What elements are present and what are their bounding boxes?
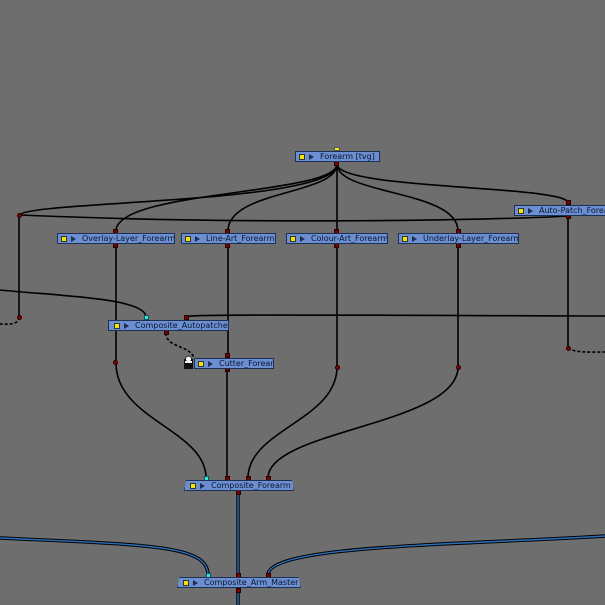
wire-forearm-to-left [18, 163, 338, 317]
forearm-input-port[interactable] [334, 147, 340, 151]
play-triangle-icon[interactable] [71, 235, 76, 242]
bundle-left-to-master [0, 537, 209, 576]
enable-toggle-icon[interactable] [183, 579, 189, 586]
wire-right-to-autopatches [185, 314, 605, 318]
node-label: Underlay-Layer_Forearm [423, 234, 518, 243]
wire-autopatch-across [19, 214, 569, 222]
cutter-input-port[interactable] [225, 353, 230, 358]
enable-toggle-icon[interactable] [518, 207, 524, 214]
wire-autopatch-dashed [567, 347, 605, 353]
node-label: Cutter_Forearm [219, 359, 273, 368]
junction-dot-overlay[interactable] [113, 360, 118, 365]
enable-toggle-icon[interactable] [198, 360, 204, 367]
node-cutter-forearm[interactable]: Cutter_Forearm [194, 358, 274, 369]
node-composite-arm-master[interactable]: Composite_Arm_Master [177, 577, 301, 588]
junction-dot-underlay[interactable] [456, 365, 461, 370]
wire-overlay-to-comp [115, 362, 207, 479]
wire-autopatches-to-cutter-dashed [165, 332, 195, 359]
node-composite-autopatches[interactable]: Composite_Autopatches [108, 320, 229, 331]
node-line-art-forearm[interactable]: Line-Art_Forearm [181, 233, 276, 244]
junction-dot-colourart[interactable] [335, 365, 340, 370]
enable-toggle-icon[interactable] [185, 235, 191, 242]
cutter-mask-icon [184, 355, 193, 369]
junction-dot-left-lower[interactable] [17, 315, 22, 320]
junction-dot-autopatch[interactable] [566, 346, 571, 351]
enable-toggle-icon[interactable] [290, 235, 296, 242]
node-label: Overlay-Layer_Forearm [82, 234, 174, 243]
node-forearm-tvg[interactable]: Forearm [tvg] [295, 151, 380, 162]
arm-master-output[interactable] [236, 588, 241, 593]
wire-forearm-to-autopatch [336, 163, 569, 204]
enable-toggle-icon[interactable] [402, 235, 408, 242]
node-overlay-layer-forearm[interactable]: Overlay-Layer_Forearm [57, 233, 175, 244]
enable-toggle-icon[interactable] [299, 153, 305, 160]
node-label: Composite_Forearm [211, 481, 291, 490]
play-triangle-icon[interactable] [300, 235, 305, 242]
node-label: Auto-Patch_Forearm [539, 206, 605, 215]
node-label: Composite_Autopatches [135, 321, 228, 330]
play-triangle-icon[interactable] [412, 235, 417, 242]
wire-forearm-to-underlay [336, 163, 459, 232]
enable-toggle-icon[interactable] [114, 322, 120, 329]
bundle-right-to-master [267, 535, 605, 576]
wire-forearm-to-lineart [227, 163, 338, 232]
enable-toggle-icon[interactable] [190, 482, 196, 489]
junction-dot-left[interactable] [17, 213, 22, 218]
node-colour-art-forearm[interactable]: Colour-Art_Forearm [286, 233, 388, 244]
play-triangle-icon[interactable] [528, 207, 533, 214]
node-label: Composite_Arm_Master [204, 578, 299, 587]
node-label: Forearm [tvg] [320, 152, 375, 161]
play-triangle-icon[interactable] [200, 482, 205, 489]
wire-forearm-to-overlay [115, 163, 338, 232]
wire-left-to-autopatches [0, 289, 147, 318]
enable-toggle-icon[interactable] [61, 235, 67, 242]
play-triangle-icon[interactable] [193, 579, 198, 586]
play-triangle-icon[interactable] [309, 153, 314, 160]
autopatch-input-port[interactable] [566, 200, 571, 205]
play-triangle-icon[interactable] [208, 360, 213, 367]
node-label: Colour-Art_Forearm [311, 234, 387, 243]
play-triangle-icon[interactable] [195, 235, 200, 242]
play-triangle-icon[interactable] [124, 322, 129, 329]
node-composite-forearm[interactable]: Composite_Forearm [184, 480, 294, 491]
wire-underlay-to-comp [267, 366, 459, 479]
wire-colourart-to-comp [247, 366, 338, 479]
node-label: Line-Art_Forearm [206, 234, 275, 243]
autopatches-input-port-2[interactable] [184, 315, 189, 320]
node-auto-patch-forearm[interactable]: Auto-Patch_Forearm [514, 205, 605, 216]
autopatches-input-port-1[interactable] [144, 315, 149, 320]
node-underlay-layer-forearm[interactable]: Underlay-Layer_Forearm [398, 233, 519, 244]
